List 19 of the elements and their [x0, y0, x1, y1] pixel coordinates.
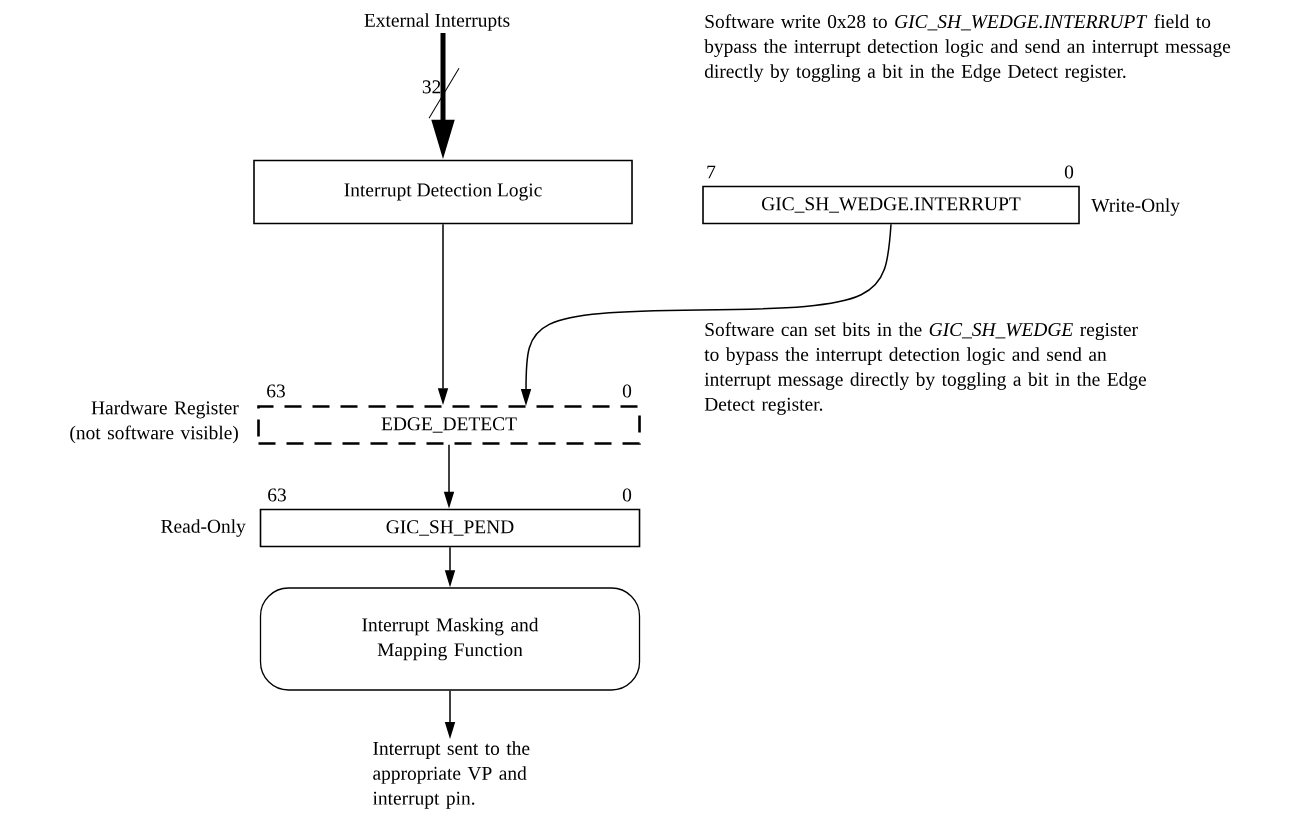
register-box: GIC_SH_PEND [259, 508, 641, 548]
process-box: Interrupt Detection Logic [253, 159, 633, 225]
bit-number: 63 [268, 488, 286, 502]
edge-label: 32 [422, 80, 441, 94]
process-box: Interrupt Masking and Mapping Function [259, 587, 641, 691]
note-paragraph: Software can set bits in the GIC_SH_WEDGE register to bypass the interrupt detection logic and send an interrupt message directly by toggling a bit in the Edge Detect register. [704, 322, 1146, 415]
note-paragraph: Software write 0x28 to GIC_SH_WEDGE.INTERRUPT field to bypass the interrupt detection logic and send an interrupt message directly by toggling a bit in the Edge Detect register. [704, 14, 1231, 82]
bit-number: 0 [622, 384, 632, 398]
bit-number: 7 [707, 165, 716, 179]
register-box: GIC_SH_WEDGE.INTERRUPT [702, 185, 1080, 225]
register-note: Hardware Register (not software visible) [70, 400, 239, 444]
input-label: External Interrupts [364, 13, 510, 31]
bit-number: 63 [267, 384, 285, 398]
bit-number: 0 [622, 488, 632, 502]
output-text: Interrupt sent to the appropriate VP and interrupt pin. [372, 741, 530, 809]
access-label: Read-Only [161, 519, 246, 537]
register-box: EDGE_DETECT [257, 405, 641, 445]
access-label: Write-Only [1091, 198, 1180, 216]
bit-number: 0 [1064, 165, 1074, 179]
